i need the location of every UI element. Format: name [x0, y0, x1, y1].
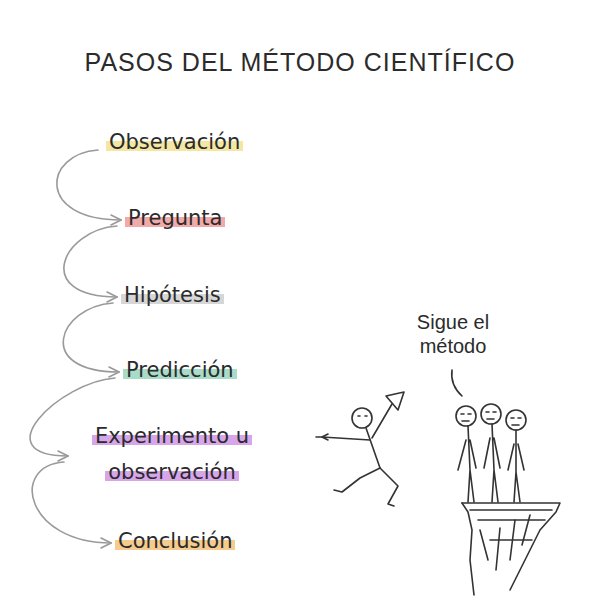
standing-figures [456, 404, 526, 502]
step-box: Predicción [123, 352, 237, 388]
step-label: Experimento u observación [92, 424, 252, 484]
step-box: Observación [106, 124, 243, 160]
speech-text: Sigue el método [398, 310, 508, 358]
curved-arrow [57, 150, 121, 220]
curved-arrow [63, 303, 119, 372]
step-box: Pregunta [125, 200, 225, 236]
step-label: Hipótesis [121, 283, 224, 307]
step-label: Observación [106, 130, 243, 154]
jumping-figure [316, 392, 404, 506]
step-box: Conclusión [115, 523, 235, 559]
step-box: Hipótesis [121, 277, 224, 313]
title: PASOS DEL MÉTODO CIENTÍFICO [0, 48, 600, 77]
curved-arrow [32, 462, 111, 543]
step-label: Pregunta [125, 206, 225, 230]
step-label: Conclusión [115, 529, 235, 553]
step-box: Experimento u observación [72, 418, 272, 490]
curved-arrow [64, 226, 117, 297]
cliff [462, 503, 560, 595]
step-label: Predicción [123, 358, 237, 382]
speech-leader [452, 370, 462, 396]
